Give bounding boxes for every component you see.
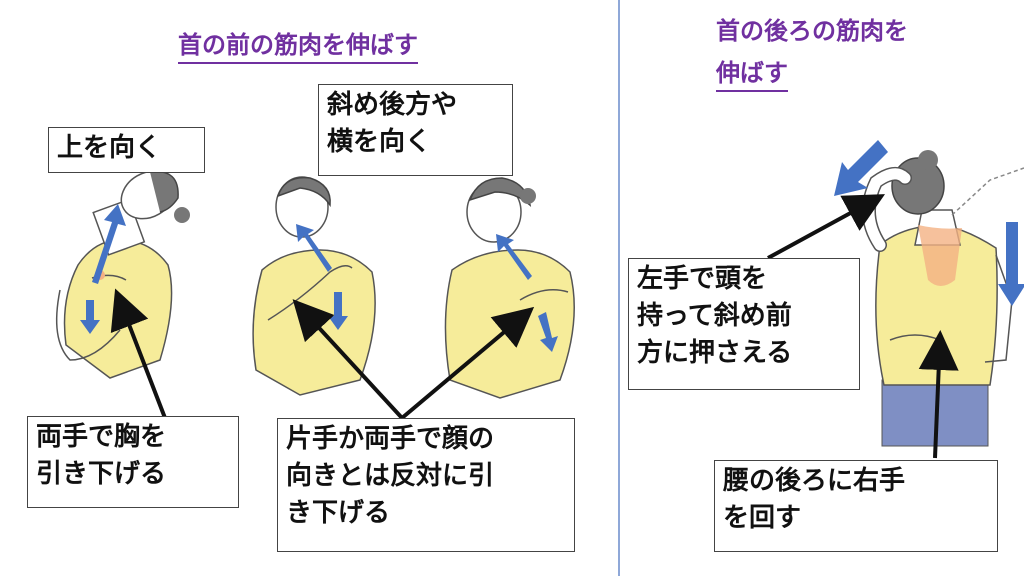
label-waist: 腰の後ろに右手 を回す [714,460,998,552]
label-left-hand-line2: 持って斜め前 [637,301,792,331]
label-one-hand-line1: 片手か両手で顔の [286,424,495,454]
figure-look-up [55,170,190,379]
pointer-lines [110,194,959,459]
label-one-hand-line3: き下げる [286,498,391,528]
label-waist-line2: を回す [723,503,802,533]
label-look-diagonal-line2: 横を向く [327,127,432,157]
figure-look-diag-left [252,176,376,396]
label-left-hand: 左手で頭を 持って斜め前 方に押さえる [628,258,860,390]
right-title-line2: 伸ばす [716,56,788,92]
panel-divider [618,0,620,576]
right-title-line1: 首の後ろの筋肉を [716,17,908,45]
label-left-hand-line1: 左手で頭を [637,264,768,294]
label-look-diagonal-line1: 斜め後方や [327,90,458,120]
label-one-hand-line2: 向きとは反対に引 [286,461,495,491]
label-both-hands-line2: 引き下げる [36,459,167,489]
label-both-hands-line1: 両手で胸を [36,422,167,452]
label-look-diagonal: 斜め後方や 横を向く [318,84,513,176]
left-title: 首の前の筋肉を伸ばす [178,28,418,64]
label-waist-line1: 腰の後ろに右手 [723,466,906,496]
label-one-hand: 片手か両手で顔の 向きとは反対に引 き下げる [277,418,575,552]
label-look-up-text: 上を向く [57,133,162,163]
label-both-hands: 両手で胸を 引き下げる [27,416,239,508]
figure-back-view [834,140,1024,447]
label-left-hand-line3: 方に押さえる [637,338,793,368]
label-look-up: 上を向く [48,127,205,173]
